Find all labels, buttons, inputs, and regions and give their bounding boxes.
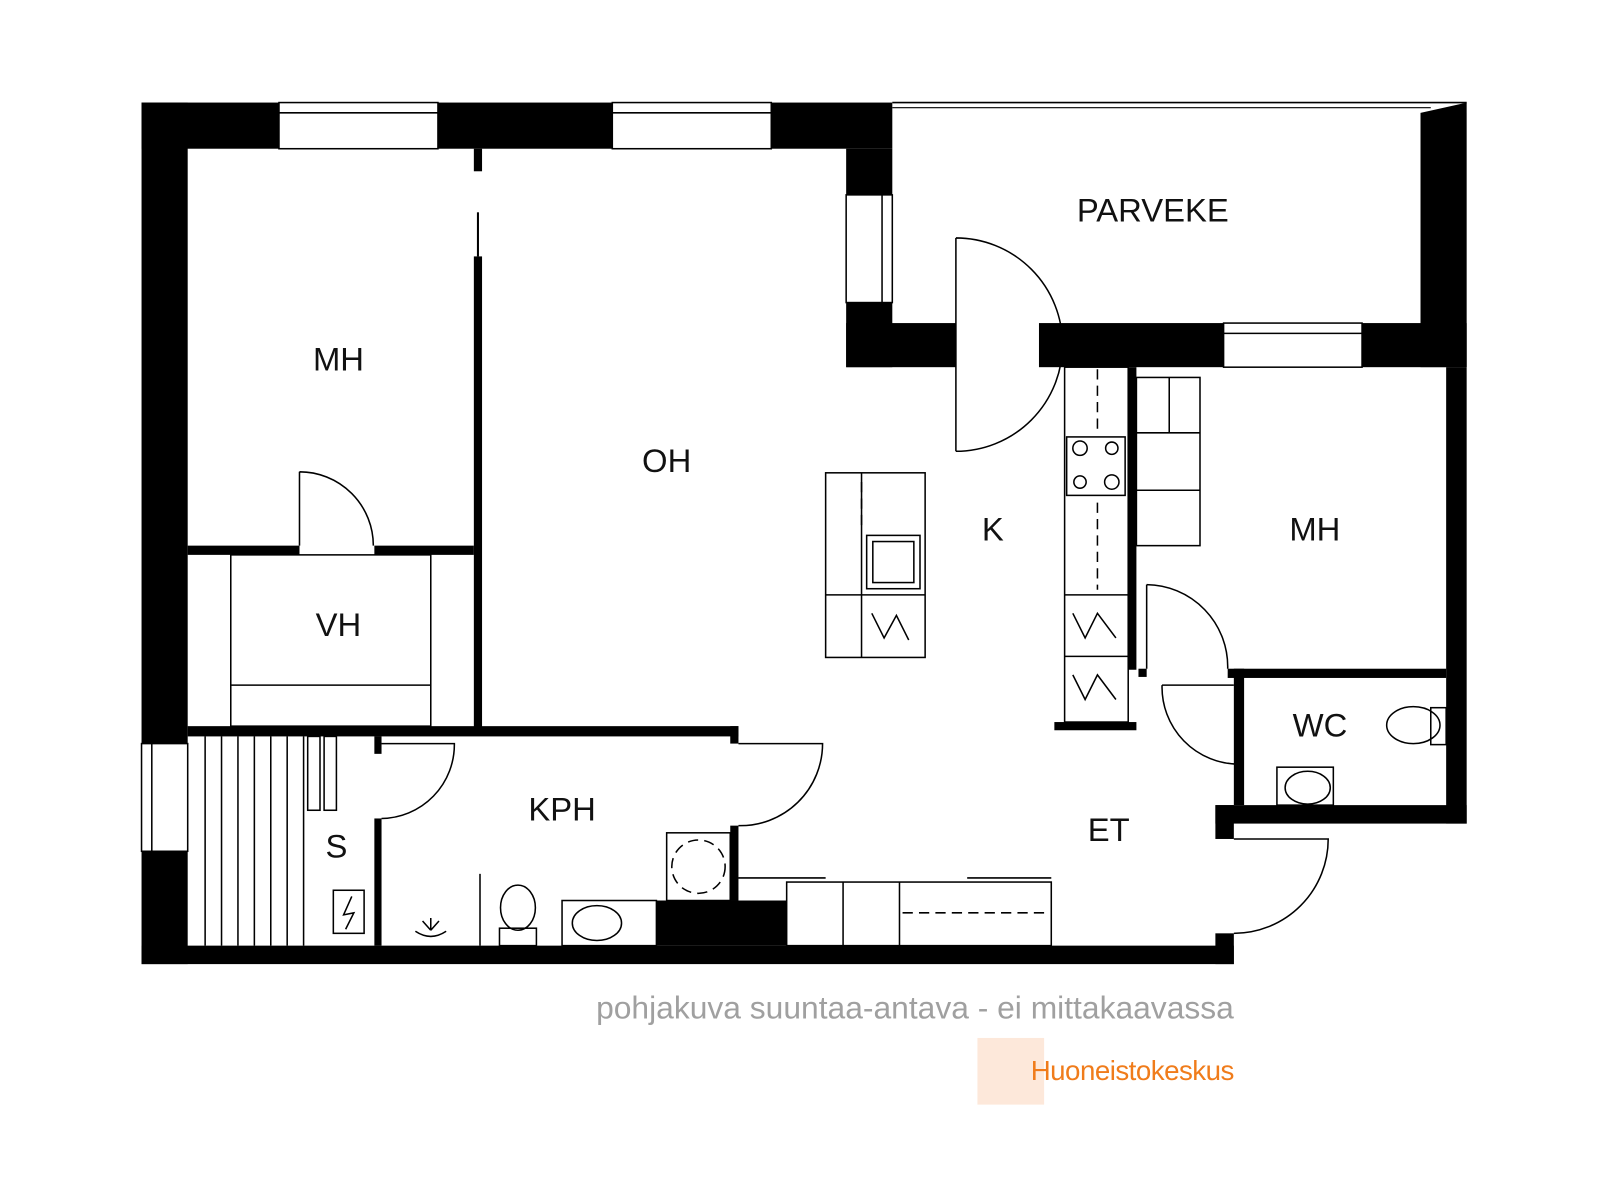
room-label-mh: MH <box>313 340 364 377</box>
brand-logo: Huoneistokeskus <box>1031 1055 1234 1086</box>
wc-sink-icon <box>1284 770 1332 805</box>
dishwasher-icon <box>871 612 910 641</box>
room-label-s: S <box>325 827 347 864</box>
sauna-benches <box>204 735 338 946</box>
disclaimer-caption: pohjakuva suuntaa-antava - ei mittakaava… <box>596 989 1234 1025</box>
room-label-mh-right: MH <box>1289 511 1340 548</box>
doors <box>298 237 1329 935</box>
room-label-vh: VH <box>316 606 362 643</box>
toilet-icon <box>499 884 537 932</box>
hall-closet <box>785 881 1053 947</box>
windows <box>140 101 1363 853</box>
shower-icon <box>414 917 447 938</box>
sauna-stove-icon <box>332 889 365 935</box>
room-label-parveke: PARVEKE <box>1077 192 1229 229</box>
fridge-icon <box>1072 673 1117 702</box>
room-label-oh: OH <box>642 442 691 479</box>
kitchen-sink-icon <box>865 534 921 590</box>
stove-icon <box>1065 436 1126 497</box>
room-label-k: K <box>982 511 1004 548</box>
oven-icon <box>1072 611 1117 640</box>
fixtures <box>204 366 1447 947</box>
brand-logo-square <box>977 1037 1045 1105</box>
kitchen-island <box>824 472 926 659</box>
wc-toilet-icon <box>1385 705 1441 745</box>
kitchen-counter <box>1063 366 1129 723</box>
washing-machine-icon <box>665 832 732 902</box>
sink-icon <box>571 904 623 942</box>
wardrobe <box>1135 376 1201 547</box>
room-label-et: ET <box>1088 811 1130 848</box>
room-label-kph: KPH <box>528 791 595 828</box>
room-label-wc: WC <box>1293 706 1348 743</box>
